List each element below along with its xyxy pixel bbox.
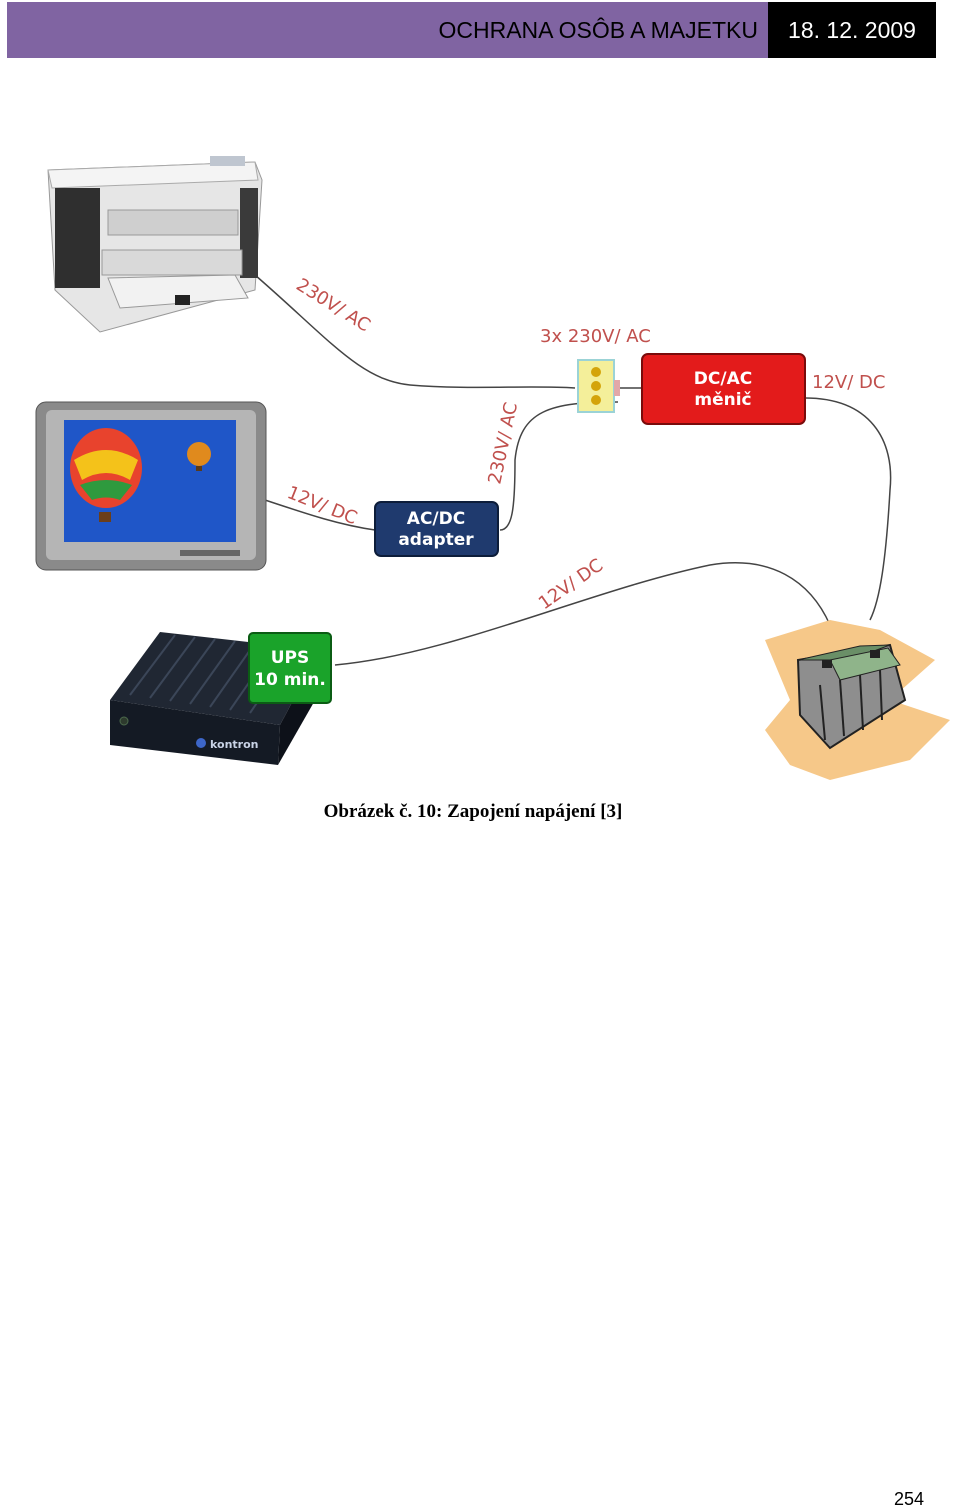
- battery-image: [765, 620, 950, 780]
- label-outlet-3x230vac: 3x 230V/ AC: [540, 326, 651, 347]
- ups-box-line2: 10 min.: [254, 670, 326, 690]
- cable-ups-battery: [334, 562, 831, 666]
- dcac-box-line2: měnič: [694, 390, 751, 410]
- cable-adapter: [499, 401, 619, 531]
- cable-dcac-battery: [804, 397, 892, 621]
- kontron-logo: kontron: [210, 738, 258, 751]
- cable-monitor: [264, 499, 376, 531]
- label-ups-12vdc: 12V/ DC: [535, 555, 607, 614]
- label-printer-230vac: 230V/ AC: [292, 274, 374, 336]
- page-number: 254: [893, 1489, 924, 1509]
- monitor-image: [35, 401, 267, 571]
- printer-image: [47, 156, 263, 333]
- adapter-box-line2: adapter: [398, 530, 474, 550]
- power-wiring-diagram: DC/AC měnič AC/DC adapter: [35, 156, 950, 780]
- figure-caption: Obrázek č. 10: Zapojení napájení [3]: [323, 801, 623, 822]
- page-header: OCHRANA OSÔB A MAJETKU 18. 12. 2009: [7, 2, 936, 58]
- ups-box: UPS 10 min.: [248, 632, 332, 704]
- ups-box-line1: UPS: [271, 648, 310, 668]
- adapter-box-line1: AC/DC: [407, 509, 465, 529]
- dcac-box-line1: DC/AC: [694, 369, 752, 389]
- acdc-adapter-box: AC/DC adapter: [374, 501, 499, 557]
- outlet-image: [577, 359, 620, 413]
- dcac-converter-box: DC/AC měnič: [641, 353, 806, 425]
- label-monitor-12vdc: 12V/ DC: [284, 482, 360, 529]
- cable-printer: [254, 274, 576, 389]
- power-wiring-figure: DC/AC měnič AC/DC adapter: [30, 140, 960, 800]
- header-date: 18. 12. 2009: [768, 2, 936, 58]
- label-adapter-230vac: 230V/ AC: [484, 400, 522, 486]
- label-dcac-12vdc: 12V/ DC: [812, 372, 885, 393]
- header-title: OCHRANA OSÔB A MAJETKU: [7, 2, 768, 58]
- cables: [254, 274, 892, 666]
